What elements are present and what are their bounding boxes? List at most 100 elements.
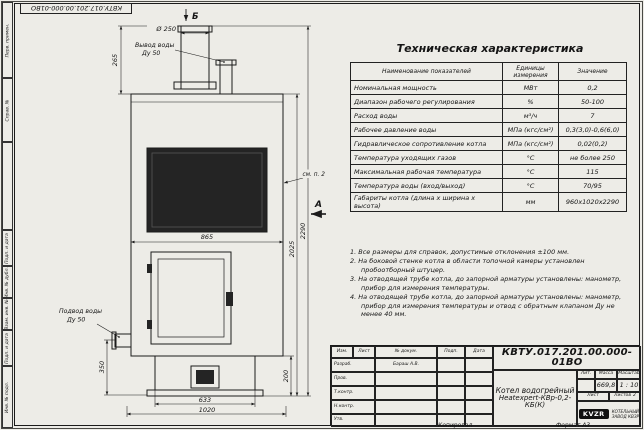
dim-350: 350 [98,361,106,373]
ash-opening-frame [190,365,220,389]
spec-header-row: Наименование показателей Единицы измерен… [350,62,627,81]
dim-865: 865 [201,233,213,241]
label-mask-1 [147,24,177,33]
inlet-label-line2: Ду 50 [66,317,85,324]
heat-exchanger-hatch [146,147,268,233]
dim-633: 633 [199,396,211,404]
tb-sign [437,372,465,386]
tb-name [375,400,437,414]
table-row: Диапазон рабочего регулирования%50-100 [350,94,627,109]
tb-sign [437,358,465,372]
tb-sign [437,386,465,400]
note-item: 2. На боковой стенке котла в области топ… [350,257,585,274]
spec-units: % [502,94,559,109]
spec-col-units: Единицы измерения [502,62,559,81]
door-handle [226,292,233,306]
spec-name: Расход воды [350,108,503,123]
spec-name: Температура воды (вход/выход) [350,178,503,193]
tb-role: Н.контр. [331,400,375,414]
tb-role: Т.контр. [331,386,375,400]
ash-opening [196,370,214,384]
dim-2290: 2290 [299,223,307,240]
tb-date [465,372,493,386]
tb-role: Утв. [331,414,375,427]
dim-2025: 2025 [288,241,296,258]
company-logo: KVZR [578,408,609,420]
tb-role: Пров. [331,372,375,386]
tb-role: Разраб. [331,358,375,372]
spec-units: мм [502,192,559,212]
label-mask-2 [301,169,328,178]
company-name: КОТЕЛЬНЫЙ ЗАВОД КВЗР [611,408,640,419]
spec-value: 115 [558,164,627,179]
tb-hdr-izm: Изм. [331,346,353,358]
spec-units: м³/ч [502,108,559,123]
tb-sheet-label: Лист [577,392,609,401]
tb-company: KVZR КОТЕЛЬНЫЙ ЗАВОД КВЗР [577,401,641,427]
note-item: 1. Все размеры для справок, допустимые о… [350,248,570,256]
spec-value: 70/95 [558,178,627,193]
tb-lit-value [577,379,595,392]
tb-hdr-docnum: № докум. [375,346,437,358]
tb-date [465,358,493,372]
spec-units: МПа (кгс/см²) [502,122,559,137]
tb-sheets-value: 2 [632,393,636,399]
spec-value: не более 250 [558,150,627,165]
dim-265: 265 [111,54,119,66]
view-a-label: А [314,200,322,210]
tb-product-name: Котел водогрейный Heatexpert-КВр-0,2-КБ(… [493,370,577,427]
tb-hdr-data: Дата [465,346,493,358]
spec-name: Номинальная мощность [350,80,503,95]
spec-name: Габариты котла (длина х ширина х высота) [350,192,503,212]
dim-1020: 1020 [199,406,216,414]
chimney-dia-label: Ø 250 [155,25,176,33]
tb-doc-number: КВТУ.017.201.00.000-01ВО [493,346,641,370]
tb-name: Бараш А.В. [375,358,437,372]
stamp-perv-primen: Перв. примен. [2,2,13,78]
tb-name [375,386,437,400]
spec-name: Температура уходящих газов [350,150,503,165]
tb-lit-label: Лит. [577,370,595,379]
chimney-flange [173,81,217,90]
spec-units: МВт [502,80,559,95]
furnace-door [150,251,232,345]
view-b-label: Б [192,12,199,22]
tb-mass-label: Масса [595,370,617,379]
tb-name [375,414,437,427]
note-item: 3. На отводящей трубе котла, до запорной… [350,275,622,292]
tb-scale-value: 1 : 10 [617,379,641,392]
stamp-inv-podl: Инв. № подл. [2,366,13,428]
boiler-drawing: Б Ø 250 265 Вывод воды Ду 50 865 2025 22… [59,9,328,417]
stamp-podp-data-1: Подп. и дата [2,230,13,266]
tb-date [465,386,493,400]
dim-200: 200 [282,370,290,382]
outlet-label-line1: Вывод воды [135,42,175,49]
spec-name: Диапазон рабочего регулирования [350,94,503,109]
furnace-door-panel [157,258,225,338]
spec-title: Техническая характеристика [396,42,584,55]
water-outlet-flange [215,59,237,66]
inlet-label-line1: Подвод воды [59,308,102,315]
tb-date [465,400,493,414]
dimension-lines [96,25,326,417]
stamp-vzam-inv: Взам. инв. № [2,298,13,330]
note-ref-leader-line [283,177,304,184]
title-block: Изм. Лист № докум. Подп. Дата Разраб. Ба… [330,345,641,427]
base-plate [146,389,264,397]
door-hinge-top [147,264,152,273]
heat-exchanger-hatch-inner [151,152,263,228]
tb-date [465,414,493,427]
spec-value: 7 [558,108,627,123]
inlet-leader-line [96,323,120,338]
tb-hdr-podp: Подп. [437,346,465,358]
format-label: Формат А3 [556,421,591,429]
stamp-blank [2,142,13,230]
outlet-label-line2: Ду 50 [141,50,160,57]
tb-hdr-list: Лист [353,346,375,358]
spec-value: 50-100 [558,94,627,109]
